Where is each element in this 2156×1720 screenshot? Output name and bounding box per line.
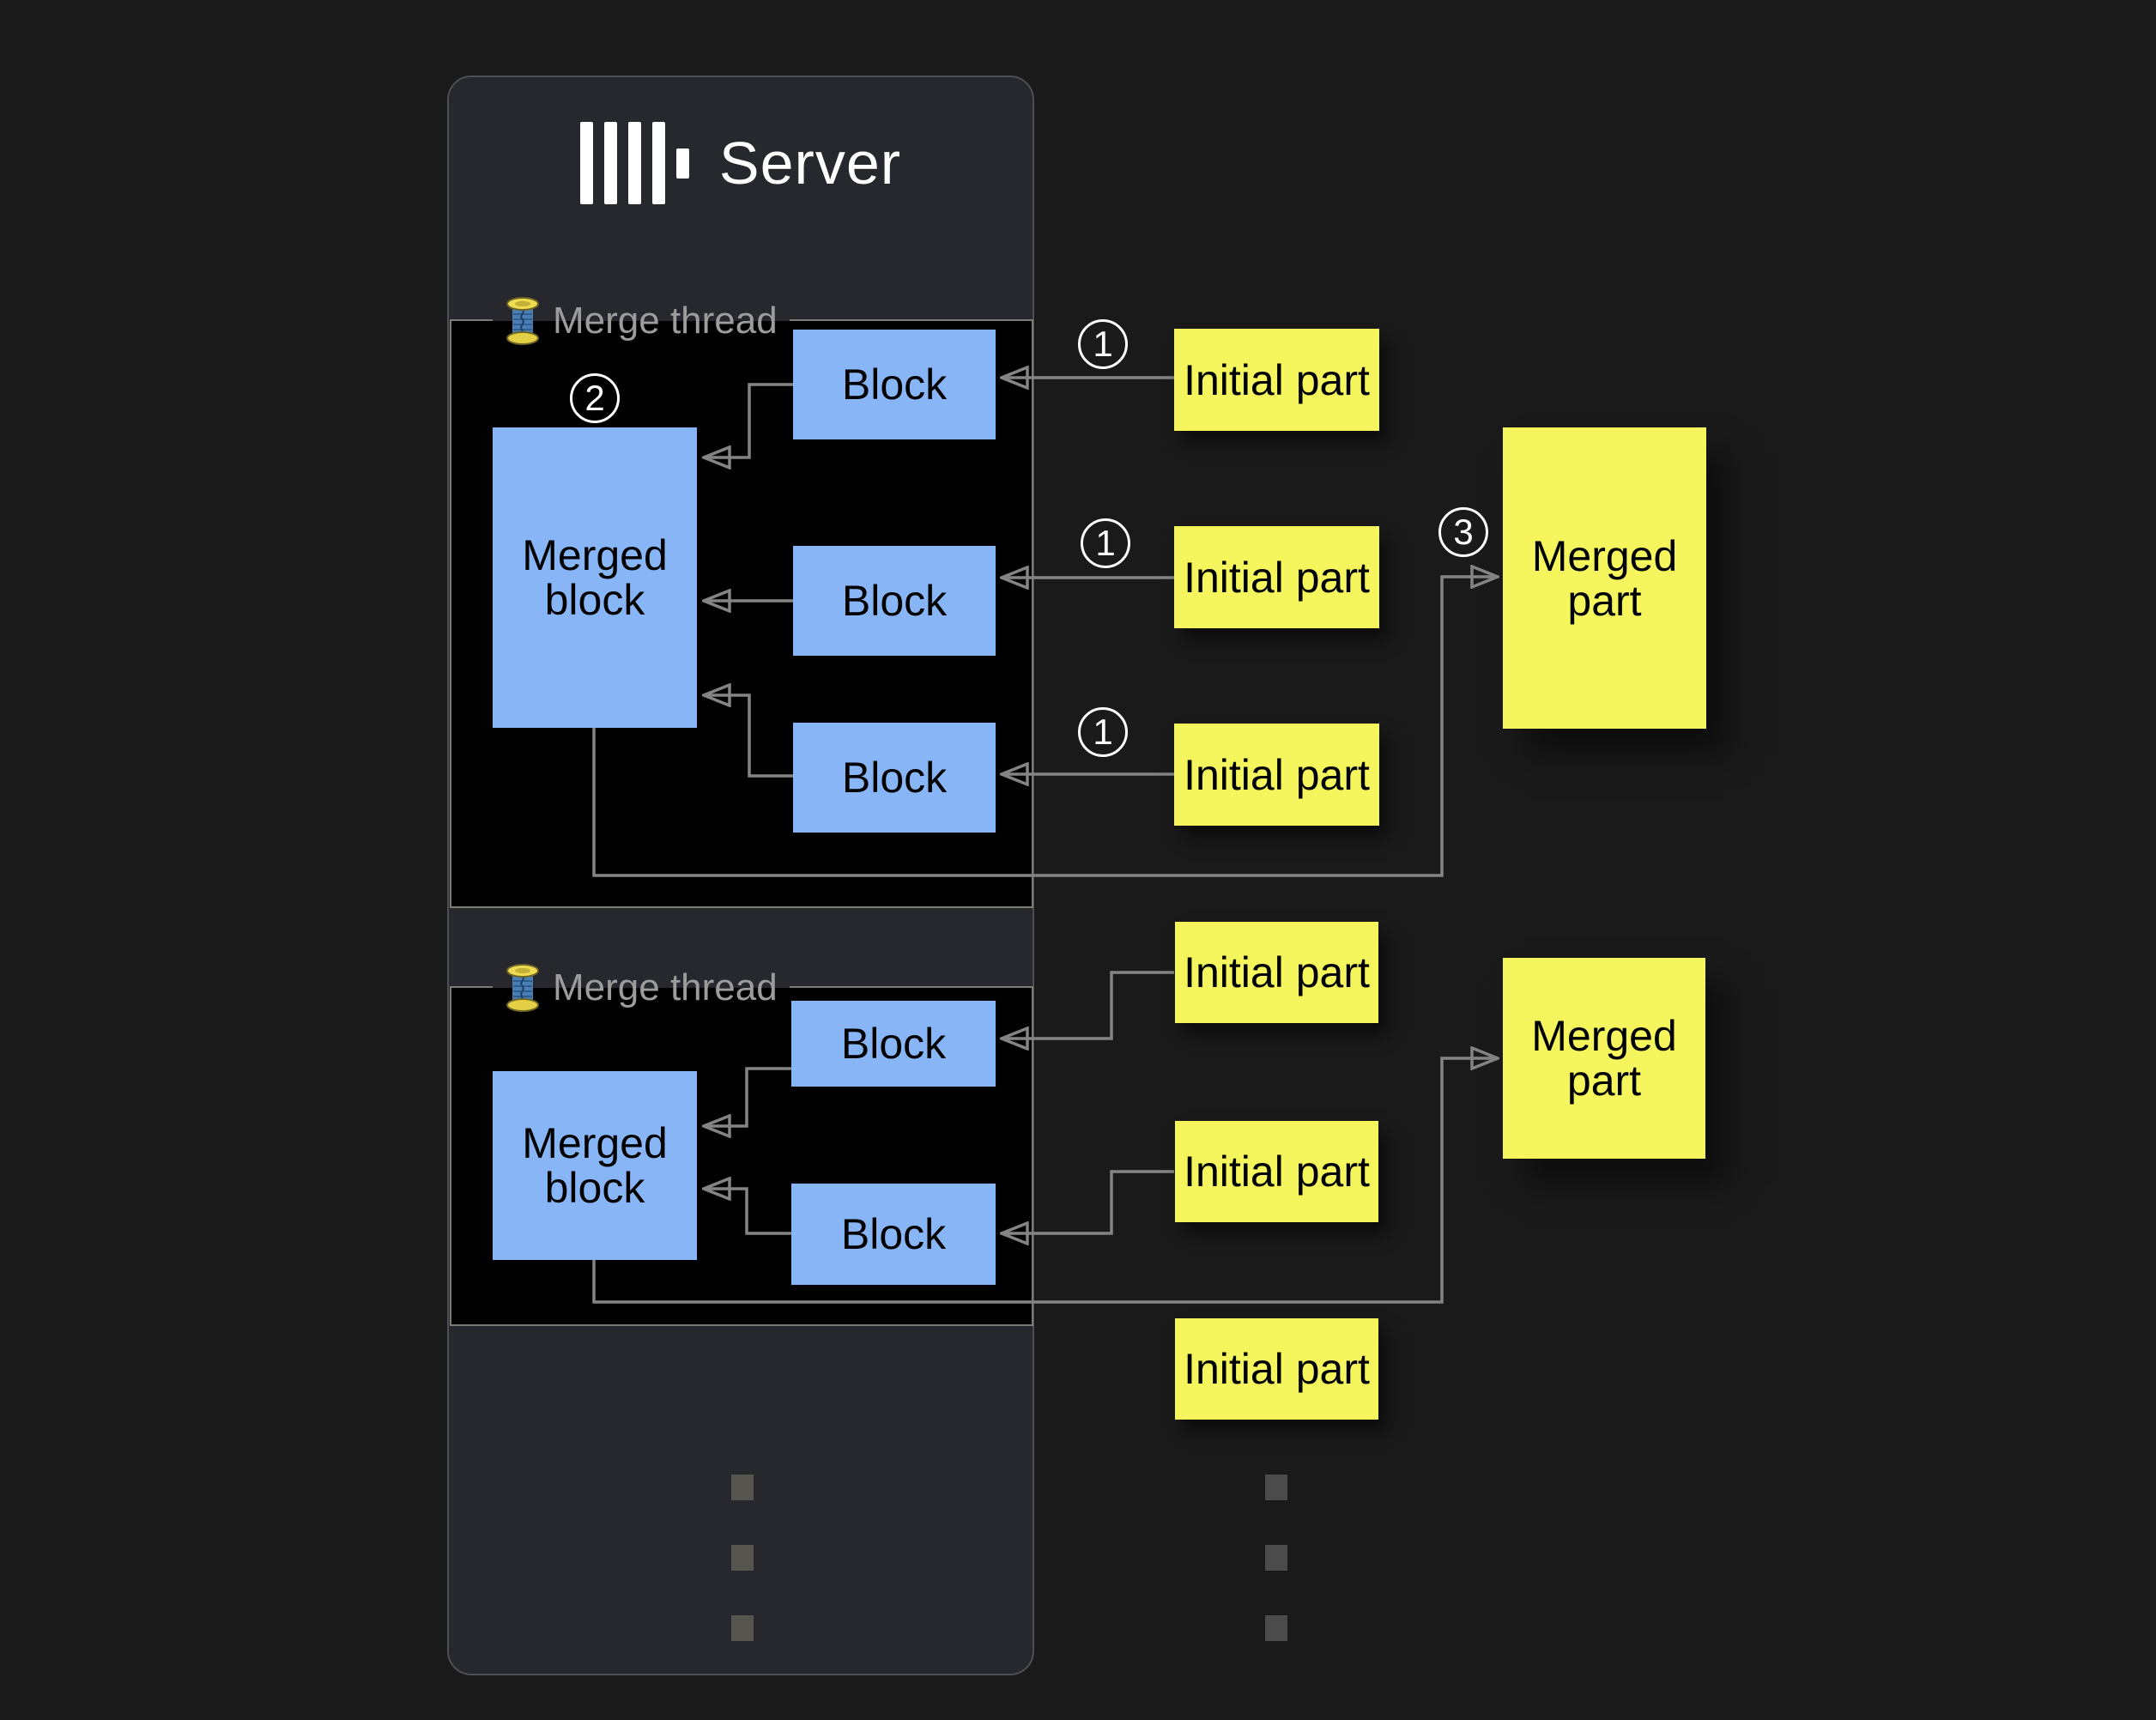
initial-part-6: Initial part (1175, 1318, 1378, 1420)
merged-part-2: Merged part (1503, 958, 1705, 1159)
initial-part-5: Initial part (1175, 1121, 1378, 1222)
step-1-marker: 1 (1078, 319, 1128, 369)
thread-spool-icon (506, 297, 539, 345)
block-4: Block (791, 1001, 996, 1087)
thread-spool-icon (506, 964, 539, 1012)
initial-part-4: Initial part (1175, 922, 1378, 1023)
merge-thread-legend-2: Merge thread (493, 964, 790, 1012)
initial-part-3: Initial part (1174, 724, 1379, 826)
initial-part-2: Initial part (1174, 526, 1379, 628)
merged-block-1: Merged block (493, 427, 697, 728)
merge-thread-label: Merge thread (553, 966, 778, 1008)
merged-part-1: Merged part (1503, 427, 1706, 729)
block-5: Block (791, 1184, 996, 1285)
merge-thread-label: Merge thread (553, 300, 778, 342)
step-1-marker: 1 (1081, 518, 1130, 568)
step-1-marker: 1 (1078, 707, 1128, 757)
block-3: Block (793, 723, 996, 833)
block-1: Block (793, 330, 996, 439)
block-2: Block (793, 546, 996, 656)
merged-block-2: Merged block (493, 1071, 697, 1260)
clickhouse-logo-icon (579, 122, 689, 204)
initial-part-1: Initial part (1174, 329, 1379, 431)
step-2-marker: 2 (570, 373, 620, 423)
step-3-marker: 3 (1438, 507, 1488, 557)
merge-thread-legend-1: Merge thread (493, 297, 790, 345)
server-header: Server (447, 112, 1034, 215)
server-title: Server (718, 130, 902, 197)
